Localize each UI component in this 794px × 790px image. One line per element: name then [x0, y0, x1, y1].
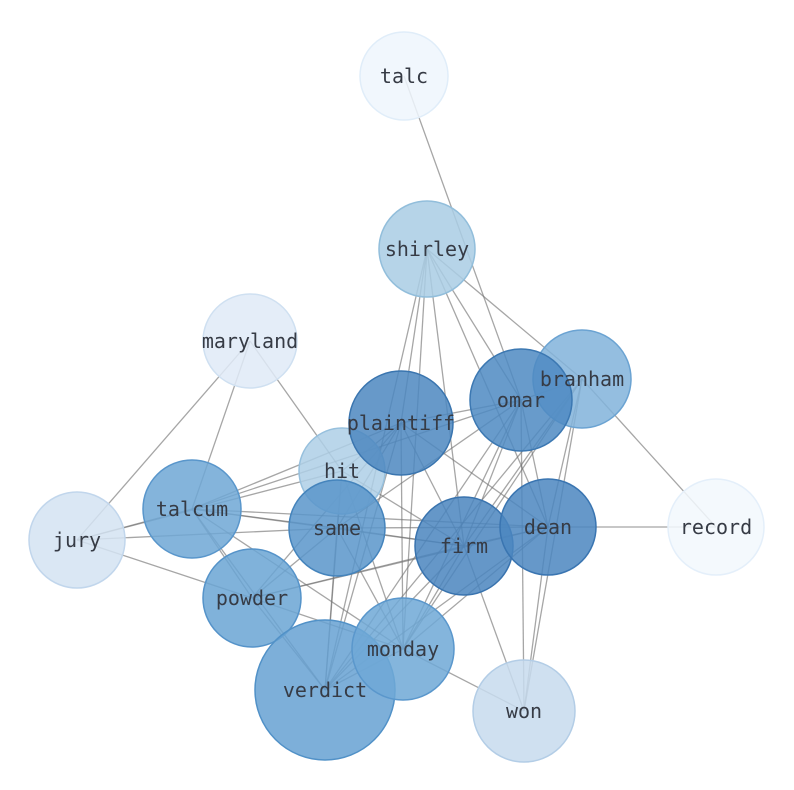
node-powder [202, 548, 302, 648]
node-won [472, 659, 576, 763]
node-maryland [202, 293, 298, 389]
node-same [288, 479, 386, 577]
node-jury [28, 491, 126, 589]
node-omar [469, 348, 573, 452]
node-plaintiff [348, 370, 454, 476]
node-firm [414, 496, 514, 596]
node-dean [499, 478, 597, 576]
node-monday [351, 597, 455, 701]
node-shirley [378, 200, 476, 298]
node-talc [359, 31, 449, 121]
node-talcum [142, 459, 242, 559]
node-record [667, 478, 765, 576]
nodes-layer [28, 31, 765, 763]
